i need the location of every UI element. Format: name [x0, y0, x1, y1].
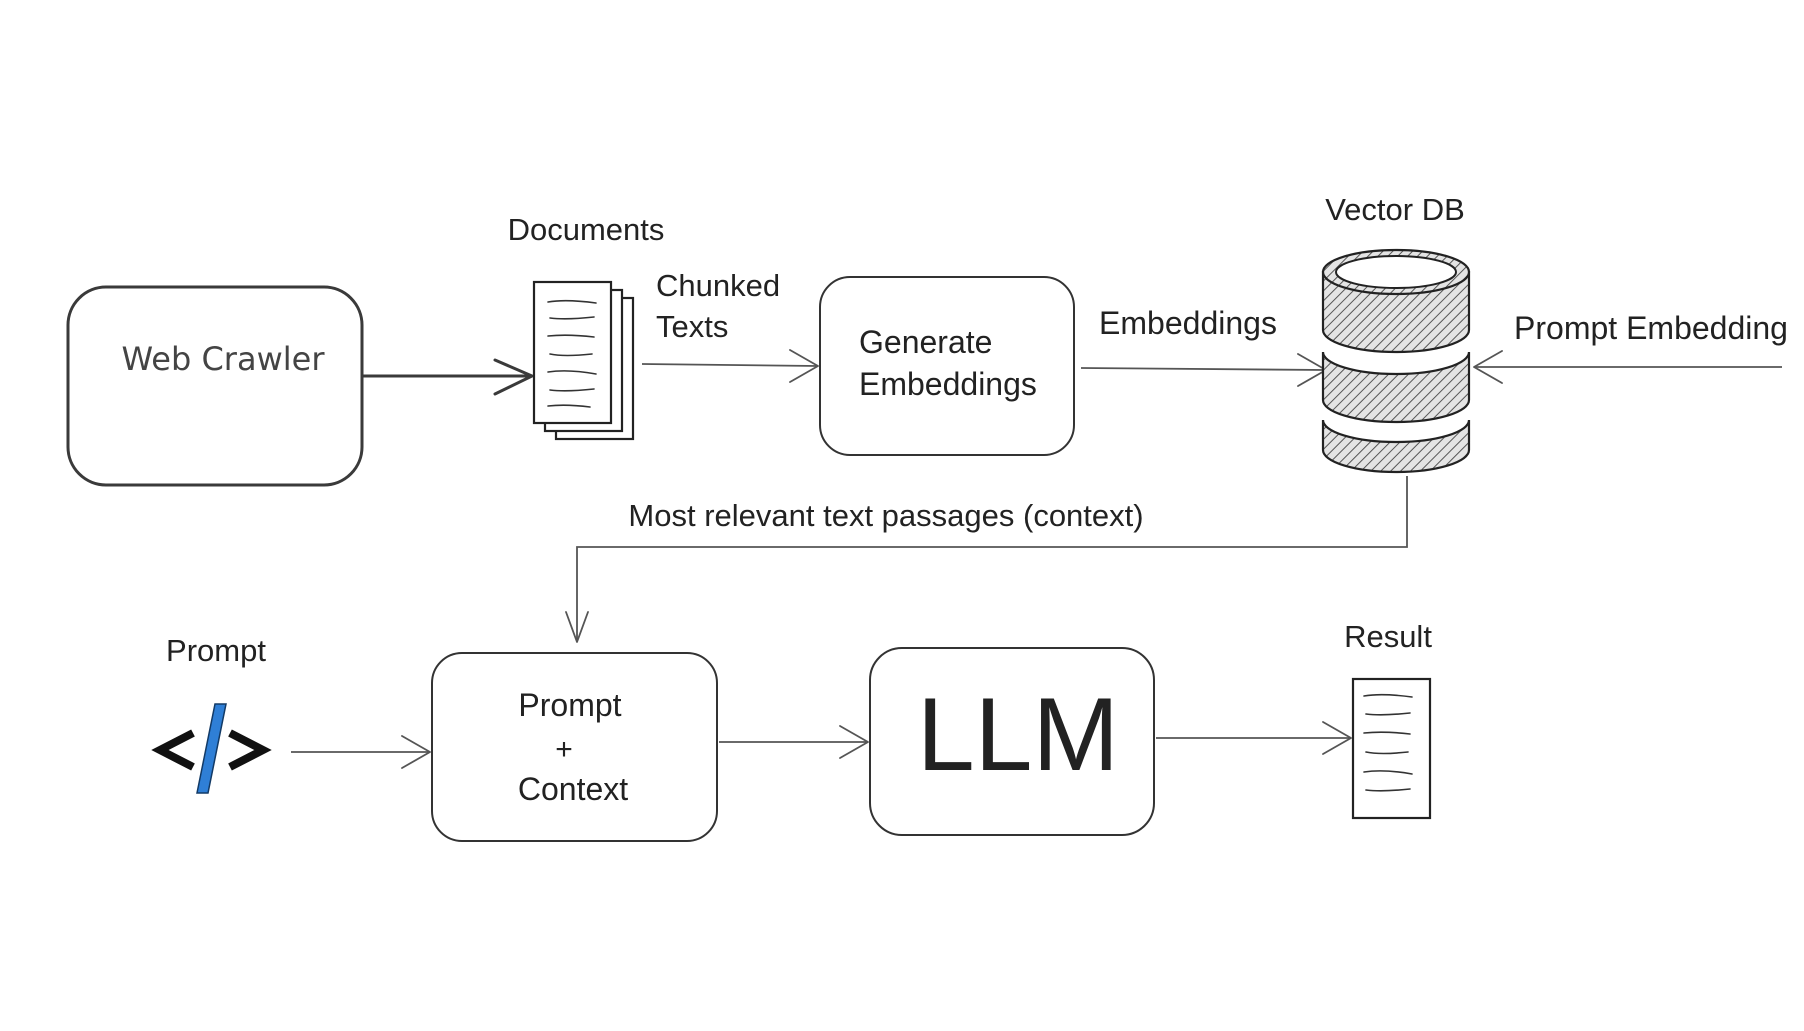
llm-node: LLM: [869, 647, 1155, 836]
arrow-vectordb-to-prompt-context: [565, 476, 1408, 643]
document-stack-icon: [532, 280, 635, 441]
prompt-context-label-line3: Context: [518, 771, 628, 807]
arrow-embeddings-to-vectordb: [1080, 353, 1327, 387]
web-crawler-node: Web Crawler: [66, 285, 364, 487]
generate-embeddings-label-line2: Embeddings: [859, 366, 1037, 402]
prompt-context-label-line2: +: [555, 733, 573, 766]
prompt-embedding-edge-label: Prompt Embedding: [1514, 310, 1788, 346]
context-edge-label: Most relevant text passages (context): [628, 498, 1143, 533]
prompt-label: Prompt: [166, 633, 266, 668]
arrow-prompt-to-prompt-context: [291, 735, 431, 769]
generate-embeddings-label-line1: Generate: [859, 324, 992, 360]
document-icon: [1351, 677, 1432, 820]
vector-db-label: Vector DB: [1325, 192, 1465, 227]
arrow-crawler-to-documents: [362, 358, 534, 396]
result-label: Result: [1344, 619, 1432, 654]
arrow-prompt-embedding-to-vectordb: [1473, 350, 1782, 384]
web-crawler-label: Web Crawler: [122, 340, 326, 378]
generate-embeddings-node: Generate Embeddings: [819, 276, 1075, 456]
prompt-context-label-line1: Prompt: [518, 687, 621, 723]
documents-label: Documents: [508, 212, 665, 247]
arrow-llm-to-result: [1156, 721, 1352, 755]
embeddings-edge-label: Embeddings: [1099, 305, 1277, 341]
code-icon: [151, 703, 272, 794]
llm-label: LLM: [917, 677, 1119, 793]
chunked-texts-label-line1: Chunked: [656, 268, 780, 303]
chunked-texts-label-line2: Texts: [656, 309, 728, 344]
arrow-documents-to-embeddings: [641, 349, 819, 383]
arrow-prompt-context-to-llm: [719, 725, 869, 759]
database-icon: [1321, 248, 1471, 474]
prompt-context-node: Prompt + Context: [431, 652, 718, 842]
